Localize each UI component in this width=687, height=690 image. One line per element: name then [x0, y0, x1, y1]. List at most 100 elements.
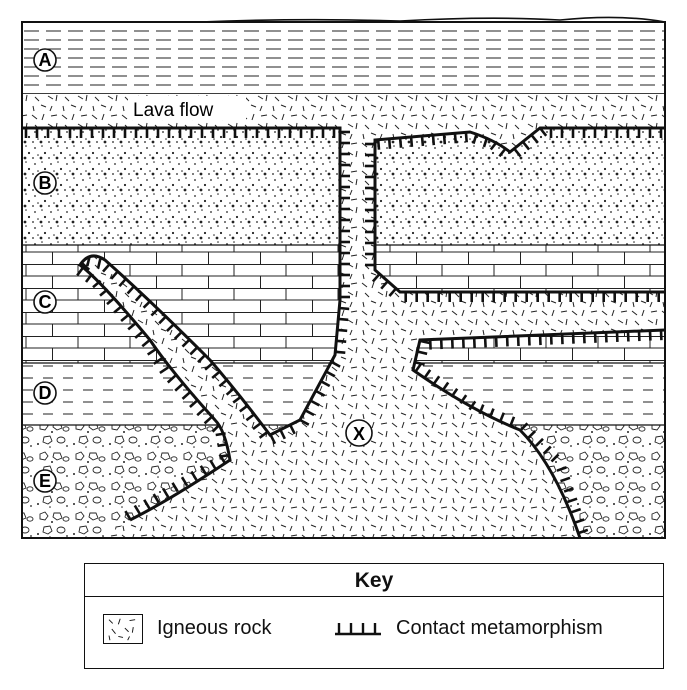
contact-tick [150, 307, 160, 317]
contact-tick-icon [335, 623, 381, 636]
key-box: Key Igneous rock Contact metamorphism [84, 563, 664, 669]
contact-tick [339, 306, 350, 311]
contact-tick [133, 504, 142, 515]
contact-tick [534, 437, 544, 447]
contact-tick [92, 279, 102, 289]
contact-tick [159, 366, 169, 374]
contact-tick [209, 459, 217, 470]
contact-tick [567, 497, 578, 504]
contact-tick [165, 323, 175, 333]
contact-tick [299, 418, 310, 426]
contact-tick [232, 395, 242, 404]
contact-tick [217, 442, 228, 448]
contact-tick [258, 430, 269, 439]
contact-tick [218, 453, 226, 464]
contact-tick [376, 139, 381, 150]
contact-tick [134, 330, 144, 339]
contact-tick [173, 330, 183, 340]
contact-tick [158, 315, 168, 325]
svg-text:X: X [353, 424, 365, 444]
contact-tick [320, 380, 331, 388]
contact-tick [459, 394, 468, 405]
contact-tick [197, 354, 207, 364]
contact-tick [134, 292, 144, 302]
contact-tick [414, 360, 425, 366]
contact-tick [171, 482, 179, 493]
contact-tick [204, 362, 214, 371]
contact-tick [441, 381, 450, 392]
cross-section-frame [21, 21, 666, 539]
contact-tick [432, 375, 441, 386]
contact-tick [143, 499, 151, 510]
contact-tick [420, 135, 425, 147]
contact-tick [181, 391, 191, 400]
contact-tick [325, 370, 336, 378]
contact-tick [181, 338, 191, 348]
contact-tick [488, 408, 495, 419]
contact-tick [102, 263, 111, 273]
contact-tick [472, 133, 478, 144]
contact-tick [269, 434, 277, 445]
contact-tick [498, 412, 506, 423]
contact-tick [126, 285, 136, 295]
contact-tick [190, 470, 198, 481]
svg-text:D: D [39, 383, 52, 403]
contact-tick [338, 317, 349, 322]
key-title: Key [85, 564, 663, 597]
cross-section-diagram: Lava flow A B C D E X [21, 16, 666, 539]
contact-tick [152, 493, 160, 504]
contact-tick [309, 399, 320, 407]
contact-tick [239, 404, 249, 413]
contact-tick [453, 133, 458, 144]
contact-tick [215, 432, 226, 437]
contact-tick [203, 415, 213, 425]
contact-tick [161, 487, 170, 498]
contact-tick [550, 453, 560, 463]
svg-text:A: A [39, 50, 52, 70]
contact-tick [245, 413, 256, 422]
contact-tick [189, 346, 199, 356]
layer-label-e: E [33, 469, 57, 493]
contact-tick [84, 273, 94, 283]
contact-tick [542, 445, 552, 455]
contact-tick [409, 136, 414, 148]
contact-tick [174, 383, 184, 392]
contact-tick [527, 430, 537, 440]
svg-text:E: E [39, 471, 51, 491]
contact-tick [196, 407, 206, 417]
layer-label-a: A [33, 48, 57, 72]
contact-tick [96, 258, 102, 269]
contact-tick [478, 404, 485, 415]
contact-tick [560, 476, 571, 483]
contact-tick [120, 313, 130, 322]
layer-label-b: B [33, 171, 57, 195]
contact-tick [124, 510, 132, 521]
contact-tick [225, 387, 235, 396]
contact-tick [142, 299, 152, 309]
igneous-intrusion [22, 94, 665, 538]
layer-label-d: D [33, 381, 57, 405]
contact-tick [113, 305, 123, 314]
key-igneous-label: Igneous rock [157, 617, 272, 639]
contact-tick [530, 134, 539, 144]
contact-tick [153, 357, 163, 365]
contact-tick [127, 322, 137, 331]
contact-tick [141, 338, 151, 348]
contact-tick [489, 140, 499, 151]
key-contact-metamorphism-label: Contact metamorphism [396, 617, 603, 639]
contact-tick [279, 429, 286, 440]
contact-tick [577, 528, 589, 535]
igneous-pattern-icon [103, 614, 143, 644]
contact-tick [337, 328, 348, 333]
contact-tick [289, 424, 296, 435]
contact-tick [118, 277, 127, 288]
contact-tick [556, 466, 567, 472]
contact-tick [336, 339, 347, 343]
contact-tick [414, 362, 423, 373]
contact-tick [86, 256, 91, 267]
contact-tick [498, 147, 507, 158]
svg-text:B: B [39, 173, 52, 193]
contact-tick [199, 465, 208, 476]
contact-tick [315, 389, 326, 397]
contact-tick [146, 348, 157, 356]
